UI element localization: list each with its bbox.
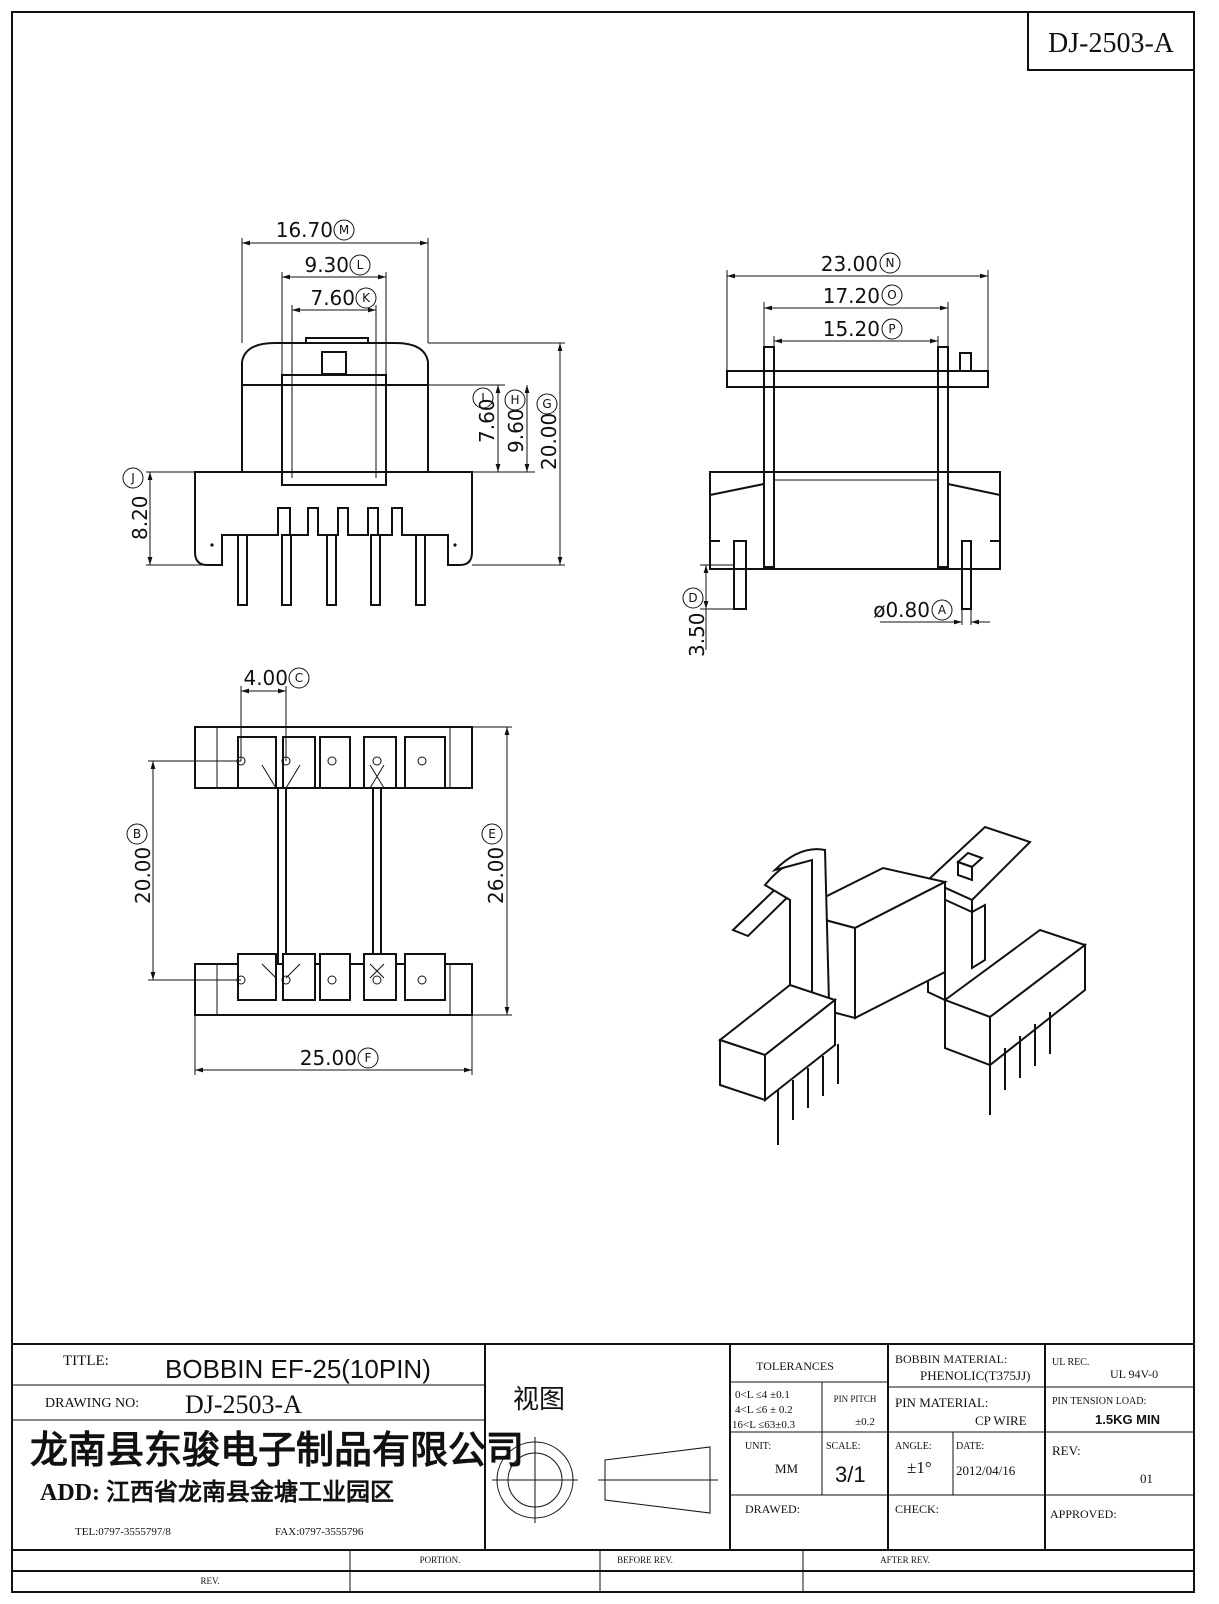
- drawing-no-label: DRAWING NO:: [45, 1396, 139, 1411]
- approved-label: APPROVED:: [1050, 1507, 1117, 1521]
- ul-rec-label: UL REC.: [1052, 1357, 1089, 1368]
- dim-m-value: 16.70: [276, 218, 333, 242]
- drawed-label: DRAWED:: [745, 1502, 800, 1516]
- drawing-id-box: DJ-2503-A: [1027, 11, 1195, 71]
- tolerances-label: TOLERANCES: [756, 1359, 834, 1373]
- rev-value: 01: [1140, 1471, 1153, 1486]
- dim-k-value: 7.60: [310, 286, 355, 310]
- dim-d-value: 3.50: [685, 612, 709, 657]
- dim-c-value: 4.00: [243, 666, 288, 690]
- bottom-before-label: BEFORE REV.: [617, 1555, 673, 1565]
- pin-pitch-value: ±0.2: [855, 1416, 875, 1428]
- dim-b-value: 20.00: [131, 847, 155, 904]
- dim-k-tag: K: [362, 291, 371, 305]
- drawing-id: DJ-2503-A: [1048, 28, 1175, 59]
- pin-material-value: CP WIRE: [975, 1413, 1027, 1428]
- company-name: 龙南县东骏电子制品有限公司: [30, 1430, 524, 1472]
- fax: FAX:0797-3555796: [275, 1526, 364, 1538]
- bottom-portion-label: PORTION.: [420, 1555, 461, 1565]
- tolerance-3: 16<L ≤63±0.3: [732, 1419, 796, 1431]
- dim-a-value: ø0.80: [873, 598, 930, 622]
- pin-tension-value: 1.5KG MIN: [1095, 1412, 1160, 1427]
- side-view: 23.00 N 17.20 O 15.20 P 3.50 D ø0.80 A: [682, 252, 1001, 657]
- dim-a-tag: A: [938, 603, 947, 617]
- front-view: 16.70 M 9.30 L 7.60 K 7.60 I 9.60 H 20.0…: [122, 218, 565, 606]
- dim-e-tag: E: [488, 827, 496, 841]
- dim-d-tag: D: [688, 591, 697, 605]
- tolerance-2: 4<L ≤6 ± 0.2: [735, 1404, 793, 1416]
- dim-j-tag: J: [130, 471, 135, 485]
- dim-n-tag: N: [886, 256, 895, 270]
- pin-pitch-label: PIN PITCH: [834, 1394, 877, 1404]
- unit-value: MM: [775, 1461, 799, 1476]
- dim-l-tag: L: [357, 258, 364, 272]
- bottom-rev-label: REV.: [200, 1576, 219, 1586]
- dim-e-value: 26.00: [484, 847, 508, 904]
- drawing-no-value: DJ-2503-A: [185, 1390, 302, 1419]
- rev-label: REV:: [1052, 1443, 1081, 1458]
- dim-o-value: 17.20: [823, 284, 880, 308]
- dim-i-tag: I: [481, 391, 485, 405]
- dim-i-value: 7.60: [475, 398, 499, 443]
- unit-label: UNIT:: [745, 1441, 771, 1452]
- title-value: BOBBIN EF-25(10PIN): [165, 1354, 431, 1384]
- check-label: CHECK:: [895, 1502, 939, 1516]
- tolerance-1: 0<L ≤4 ±0.1: [735, 1389, 790, 1401]
- dim-j-value: 8.20: [128, 495, 152, 540]
- title-block: TITLE: BOBBIN EF-25(10PIN) DRAWING NO: D…: [11, 1343, 1195, 1593]
- dim-h-tag: H: [510, 393, 519, 407]
- dim-n-value: 23.00: [821, 252, 878, 276]
- company-address: ADD: 江西省龙南县金塘工业园区: [40, 1478, 394, 1506]
- scale-label: SCALE:: [826, 1441, 860, 1452]
- date-value: 2012/04/16: [956, 1463, 1016, 1478]
- pin-material-label: PIN MATERIAL:: [895, 1395, 989, 1410]
- dim-f-value: 25.00: [300, 1046, 357, 1070]
- tel: TEL:0797-3555797/8: [75, 1526, 171, 1538]
- dim-f-tag: F: [365, 1051, 372, 1065]
- dim-g-tag: G: [542, 397, 551, 411]
- dim-c-tag: C: [295, 671, 303, 685]
- projection-symbol: [492, 1437, 718, 1523]
- dim-p-tag: P: [888, 322, 895, 336]
- date-label: DATE:: [956, 1441, 984, 1452]
- bobbin-material-label: BOBBIN MATERIAL:: [895, 1352, 1007, 1366]
- dim-g-value: 20.00: [537, 413, 561, 470]
- ul-rec-value: UL 94V-0: [1110, 1367, 1158, 1381]
- angle-label: ANGLE:: [895, 1441, 932, 1452]
- dim-o-tag: O: [887, 288, 896, 302]
- dim-m-tag: M: [339, 223, 349, 237]
- scale-value: 3/1: [835, 1462, 866, 1487]
- isometric-view: [717, 825, 1088, 1145]
- angle-value: ±1°: [907, 1458, 932, 1477]
- dim-p-value: 15.20: [823, 317, 880, 341]
- dim-h-value: 9.60: [504, 408, 528, 453]
- pin-tension-label: PIN TENSION LOAD:: [1052, 1396, 1146, 1407]
- bobbin-material-value: PHENOLIC(T375JJ): [920, 1368, 1031, 1383]
- view-label: 视图: [513, 1385, 565, 1414]
- title-label: TITLE:: [63, 1353, 109, 1369]
- top-view: 4.00 C 20.00 B 26.00 E 25.00 F: [126, 666, 512, 1075]
- dim-b-tag: B: [133, 827, 141, 841]
- bottom-after-label: AFTER REV.: [880, 1555, 930, 1565]
- dim-l-value: 9.30: [304, 253, 349, 277]
